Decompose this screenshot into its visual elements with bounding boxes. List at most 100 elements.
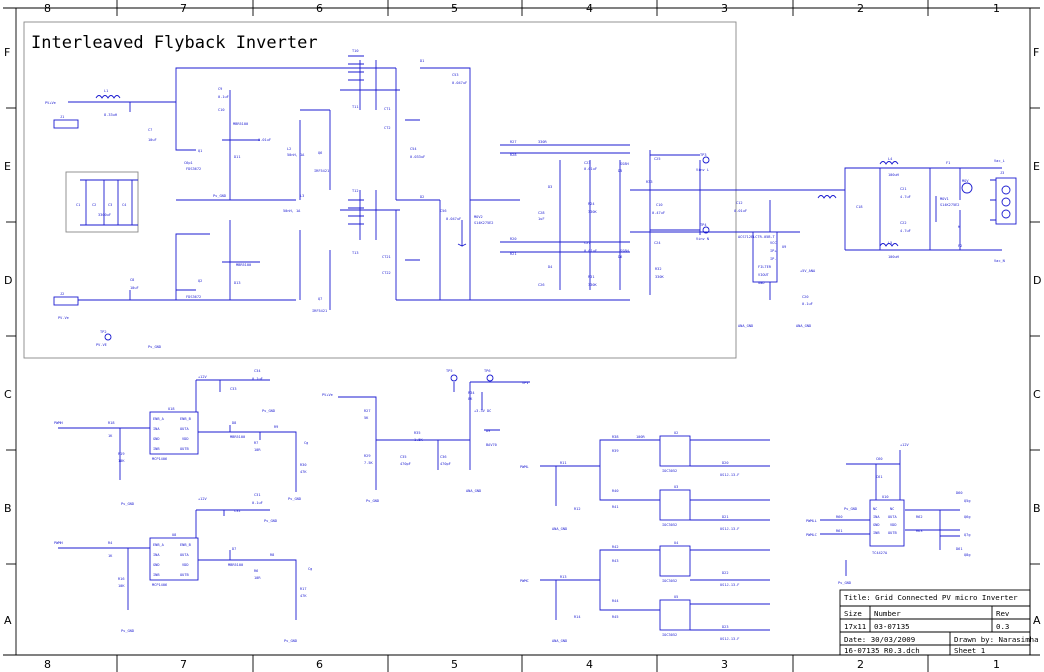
u10-pin-nc2: NC (890, 507, 894, 511)
r13-label: R13 (560, 575, 567, 579)
grid-col-6: 6 (316, 2, 323, 15)
f2-label: F2 (958, 244, 962, 248)
pv-gnd-u10: Pv_GND (844, 507, 857, 511)
testpoint-tp5 (450, 374, 458, 382)
pwmll-label: PWMLL (806, 519, 817, 523)
grid-col-4-bottom: 4 (586, 658, 593, 671)
c27-value: 0.01uF (584, 249, 597, 253)
t13-label: T13 (352, 251, 359, 255)
q8g-label: Q8g (964, 553, 971, 557)
u9-pin-viout: VIOUT (758, 273, 770, 277)
d60-label: D60 (956, 491, 963, 495)
title-block-rev-label: Rev (996, 609, 1010, 618)
pv-pos-label: PV+Ve (45, 101, 56, 105)
pwmlc-label: PWMLC (806, 533, 817, 537)
d5-part: SS8H (620, 162, 629, 166)
c22-label: C22 (900, 221, 907, 225)
ana-gnd-opto-1: ANA_GND (552, 527, 567, 531)
title-block-number-value: 03-07135 (874, 622, 910, 631)
u8-pin-vdd: VDD (182, 563, 189, 567)
q2-part: FDS3672 (186, 295, 201, 299)
r8-label: R8 (270, 553, 274, 557)
cg-label-2: Cg (308, 567, 312, 571)
q6-label: Q6 (318, 151, 322, 155)
r17-label: R17 (300, 587, 307, 591)
c10b-label: C10 (656, 203, 663, 207)
d23-label: D23 (722, 625, 729, 629)
c56-label: C56 (440, 209, 447, 213)
ana-gnd-label-2: ANA_GND (796, 324, 811, 328)
r40-label: R40 (612, 489, 619, 493)
r32-value: 330K (655, 275, 664, 279)
grid-col-8-bottom: 8 (44, 658, 51, 671)
power-stage-labels: PV+Ve J1 J2 PV-Ve L1 8.33uH C1 C2 C3 C4 … (45, 49, 1005, 349)
c34-value: 0.1uF (252, 377, 263, 381)
cap-c3: C3 (108, 203, 112, 207)
c23-value: 0.01uF (584, 167, 597, 171)
pv-gnd-u8: Pv_GND (121, 629, 134, 633)
l4-label: L4 (888, 157, 892, 161)
c10b-value: 0.47uF (652, 211, 665, 215)
pv-gnd-sense: Pv_GND (366, 499, 379, 503)
power-stage-glyphs (53, 55, 1017, 341)
q7g-label: Q7g (964, 533, 971, 537)
transformer-t10 (348, 55, 364, 81)
r27-value: 330R (538, 140, 547, 144)
u18-pin-outa: OUTA (180, 427, 189, 431)
r4-value: 1K (108, 554, 113, 558)
v5-label: +5V_ANA (800, 269, 816, 273)
d9-label: D9 (486, 429, 490, 433)
tp5-label: TP5 (446, 369, 453, 373)
cap-bank-value: 3300uF (98, 213, 111, 217)
r6-value: 10R (254, 576, 261, 580)
title-block-size-label: Size (844, 609, 862, 618)
d4-label: D4 (548, 265, 552, 269)
r28-label: R28 (510, 153, 517, 157)
l2-value: 50nH, 1A (287, 153, 305, 157)
r29-label: R29 (364, 454, 371, 458)
grid-row-e-right: E (1033, 160, 1040, 173)
connector-j2 (53, 296, 79, 306)
tp2-net: PV-VE (96, 343, 107, 347)
gate-driver-upper: U18 ENB_A INA GND INB ENB_B OUTA VDD OUT… (54, 369, 308, 506)
d9-part: BAV70 (486, 443, 497, 447)
r35-label: R35 (414, 431, 421, 435)
q6g-label: Q6g (964, 515, 971, 519)
d21-label: D21 (722, 515, 729, 519)
grid-col-1-bottom: 1 (993, 658, 1000, 671)
grid-row-c-right: C (1033, 388, 1041, 401)
c31-value: 0.1uF (252, 501, 263, 505)
d20-label: D20 (722, 461, 729, 465)
d2-label: D2 (420, 195, 424, 199)
v33-label: +3.3V DC (474, 409, 491, 413)
c20-label: C20 (802, 295, 809, 299)
r16-value: 10K (118, 584, 125, 588)
title-block-sheet: Sheet 1 (954, 646, 985, 655)
grid-row-d-right: D (1033, 274, 1041, 287)
r30-label: R30 (300, 463, 307, 467)
c7-value: 10uF (148, 138, 157, 142)
u10-pin-outb: OUTB (888, 531, 897, 535)
inverter-section-title: Interleaved Flyback Inverter (31, 33, 318, 53)
r34-label: R34 (468, 391, 475, 395)
grid-col-7: 7 (180, 2, 187, 15)
v12-u8: +12V (198, 497, 207, 501)
inverter-section-box (23, 21, 737, 359)
l5-label: L5 (888, 241, 892, 245)
r19-label: R19 (118, 452, 125, 456)
mov2-varistor (457, 220, 467, 247)
u10-pin-vdd: VDD (890, 523, 897, 527)
r29-value: 7.5K (364, 461, 373, 465)
grid-row-b: B (4, 502, 12, 515)
l1-label: L1 (104, 89, 108, 93)
c9-label: C9 (218, 87, 222, 91)
d61-label: D61 (956, 547, 963, 551)
r32-label: R32 (655, 267, 662, 271)
inductor-l4 (879, 161, 899, 165)
testpoint-tp4 (702, 226, 710, 234)
r42-label: R42 (612, 545, 619, 549)
q5g-label: Q5g (964, 499, 971, 503)
r14-label: R14 (574, 615, 581, 619)
d23-part: US1J-13-F (720, 637, 739, 641)
grid-column-labels: 8 7 6 5 4 3 2 1 8 7 6 5 4 3 2 1 (44, 2, 1000, 671)
